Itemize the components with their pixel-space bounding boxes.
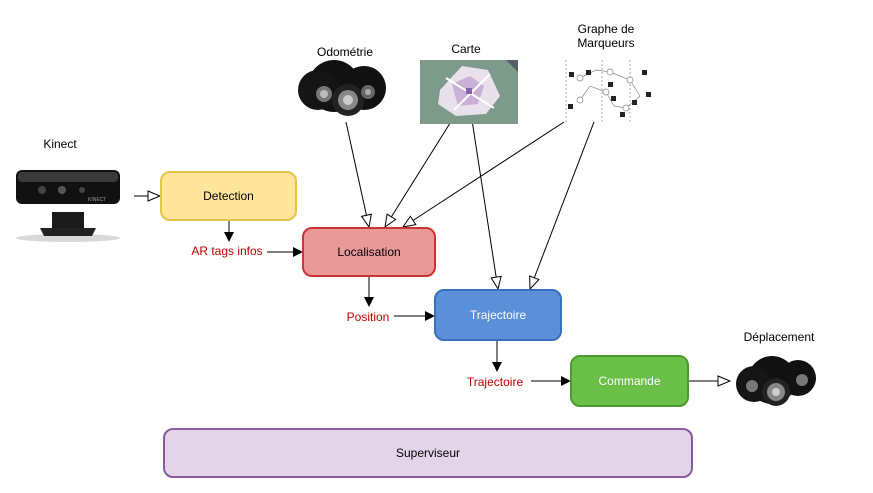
position-signal-label: Position bbox=[346, 310, 390, 324]
arrow-odometrie-localisation bbox=[345, 121, 369, 227]
odometrie-label: Odométrie bbox=[316, 45, 374, 59]
graphe-label-line2: Marqueurs bbox=[577, 36, 635, 50]
commande-block: Commande bbox=[570, 355, 689, 407]
graphe-label-line1: Graphe de bbox=[577, 22, 635, 36]
deplacement-wheels-icon bbox=[736, 356, 816, 406]
localisation-block-label: Localisation bbox=[337, 245, 401, 259]
arrow-graphe-localisation bbox=[403, 121, 565, 227]
trajectoire-block: Trajectoire bbox=[434, 289, 562, 341]
detection-block-label: Detection bbox=[203, 189, 254, 203]
carte-map-icon bbox=[420, 60, 518, 124]
graphe-marqueurs-icon bbox=[565, 60, 651, 122]
commande-block-label: Commande bbox=[598, 374, 661, 388]
superviseur-block-label: Superviseur bbox=[395, 446, 461, 460]
superviseur-block: Superviseur bbox=[163, 428, 693, 478]
trajectoire-signal-label: Trajectoire bbox=[466, 375, 524, 389]
deplacement-label: Déplacement bbox=[743, 330, 815, 344]
kinect-device-icon: KINECT bbox=[16, 170, 120, 242]
localisation-block: Localisation bbox=[302, 227, 436, 277]
svg-text:KINECT: KINECT bbox=[88, 197, 106, 203]
arrow-carte-trajectoire bbox=[471, 119, 498, 289]
trajectoire-block-label: Trajectoire bbox=[469, 308, 527, 322]
arrow-carte-localisation bbox=[385, 119, 453, 227]
ar-tags-signal-label: AR tags infos bbox=[191, 244, 263, 258]
detection-block: Detection bbox=[160, 171, 297, 221]
kinect-label: Kinect bbox=[43, 137, 77, 151]
odometrie-wheels-icon bbox=[298, 60, 386, 116]
arrow-graphe-trajectoire bbox=[530, 121, 595, 289]
carte-label: Carte bbox=[451, 42, 481, 56]
